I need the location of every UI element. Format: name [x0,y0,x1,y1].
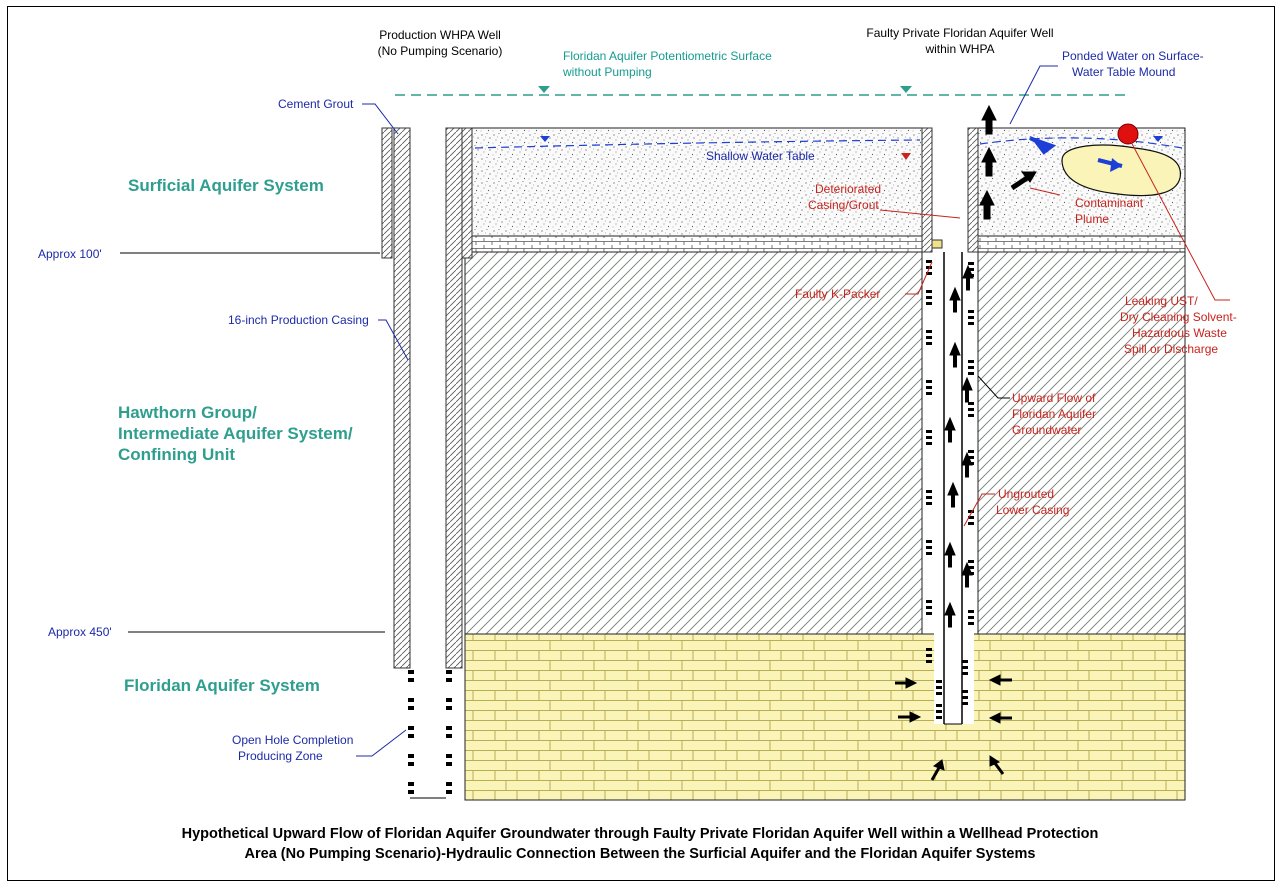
hawthorn-confining-layer [464,251,923,635]
leader-lines [120,65,1230,757]
faulty-k-packer-label: Faulty K-Packer [795,287,880,301]
faulty-k-packer [931,239,943,249]
hawthorn-confining-layer-right [977,251,1186,635]
flow-arrows [895,104,1037,781]
production-well [381,127,473,799]
caption-line-2: Area (No Pumping Scenario)-Hydraulic Con… [244,846,1036,862]
production-casing-right [445,127,463,669]
caption-line-1: Hypothetical Upward Flow of Floridan Aqu… [181,826,1099,842]
production-casing-label: 16-inch Production Casing [228,313,369,327]
floridan-unit-label: Floridan Aquifer System [124,676,320,695]
cement-grout-label: Cement Grout [278,97,354,111]
ponded-water-label: Ponded Water on Surface-Water Table Moun… [1062,49,1204,79]
cap-rock-layer [464,235,923,253]
faulty-private-well [921,127,979,725]
ungrouted-casing-marks [926,260,974,719]
surficial-unit-label: Surficial Aquifer System [128,176,324,195]
cap-rock-layer-right [977,235,1186,253]
leaking-ust-label: Leaking UST/Dry Cleaning Solvent-Hazardo… [1120,294,1237,356]
production-casing-left [393,127,411,669]
faulty-well-casing-left [921,127,933,253]
upward-flow-arrows [944,104,997,628]
contaminant-plume-group [1029,123,1181,197]
shallow-water-table-line [474,139,921,149]
shallow-water-table-label: Shallow Water Table [706,149,815,163]
water-surfaces [395,86,1183,160]
cement-grout-right [461,127,473,259]
faulty-well-borehole-lower [934,634,974,724]
contaminant-plume [1061,144,1181,197]
approx-450-label: Approx 450' [48,625,112,639]
faulty-well-casing-right [967,127,979,253]
lateral-flow-arrows [895,171,1037,781]
production-well-label: Production WHPA Well(No Pumping Scenario… [378,28,503,58]
approx-100-label: Approx 100' [38,247,102,261]
hawthorn-unit-label: Hawthorn Group/Intermediate Aquifer Syst… [118,403,353,464]
cement-grout-left [381,127,393,259]
leak-source-marker [1117,123,1139,145]
diagram-labels: Production WHPA Well(No Pumping Scenario… [38,26,1237,763]
geologic-layers [464,127,1186,801]
floridan-limestone-layer [464,633,1186,801]
open-hole-fractures [408,670,452,794]
